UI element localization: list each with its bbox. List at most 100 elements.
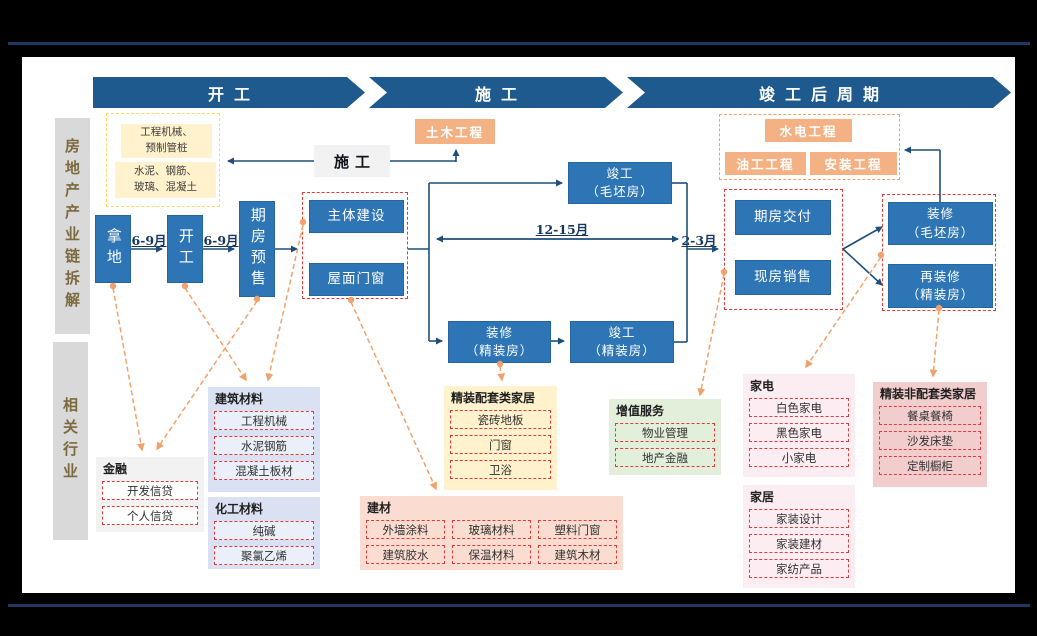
duration-label-4: 2-3月 bbox=[681, 233, 717, 248]
industry-item-label: 混凝土板材 bbox=[235, 463, 293, 478]
flow-box-label: 期房交付 bbox=[754, 208, 812, 225]
flow-box-plumbing-electric-work: 水电工程 bbox=[765, 119, 852, 142]
bottom-divider-line bbox=[8, 604, 1030, 607]
post-completion-works-frame bbox=[719, 114, 900, 180]
flow-box-land-acquisition: 拿地 bbox=[95, 215, 131, 283]
flow-box-decoration-fitted: 装修（精装房） bbox=[448, 321, 551, 363]
flow-box-label: 期房预售 bbox=[248, 207, 267, 291]
industry-item: 开发信贷 bbox=[102, 481, 198, 500]
industry-item: 混凝土板材 bbox=[214, 461, 314, 480]
industry-item: 玻璃材料 bbox=[452, 520, 531, 539]
flow-box-label: 再装修 bbox=[920, 268, 961, 284]
flow-box-existing-home-sales: 现房销售 bbox=[735, 260, 831, 295]
industry-item-label: 保温材料 bbox=[468, 547, 515, 562]
phase-banner-label: 施工 bbox=[474, 84, 527, 104]
industry-item-label: 工程机械 bbox=[241, 413, 287, 428]
pre-construction-materials-frame bbox=[106, 113, 220, 207]
industry-group-home-appliances: 家电白色家电黑色家电小家电 bbox=[743, 374, 855, 477]
flow-box-label: （毛坯房） bbox=[906, 224, 975, 240]
industry-item: 家装设计 bbox=[749, 509, 849, 528]
industry-group-items: 瓷砖地板门窗卫浴 bbox=[450, 410, 551, 479]
industry-item-label: 塑料门窗 bbox=[554, 522, 601, 537]
flow-box-label: （精装房） bbox=[465, 343, 534, 358]
flow-box-label: 工程机械、 bbox=[140, 126, 193, 139]
industry-item-label: 个人信贷 bbox=[127, 508, 173, 523]
flow-box-completion-rough: 竣工（毛坯房） bbox=[568, 162, 672, 204]
industry-item: 地产金融 bbox=[615, 448, 715, 467]
flow-box-label: 土木工程 bbox=[425, 125, 484, 140]
industry-item-label: 聚氯乙烯 bbox=[241, 548, 287, 563]
industry-group-non-fitted-furnishing: 精装非配套类家居餐桌餐椅沙发床垫定制橱柜 bbox=[873, 382, 987, 487]
phase-banner-1: 开工 bbox=[93, 77, 365, 108]
industry-item: 纯碱 bbox=[214, 521, 314, 540]
flow-box-label: 主体建设 bbox=[327, 207, 386, 224]
industry-item-label: 定制橱柜 bbox=[907, 458, 953, 473]
flow-box-label: 安装工程 bbox=[824, 157, 883, 172]
flow-box-label: 拿地 bbox=[104, 228, 123, 270]
flow-box-label: 预制管桩 bbox=[145, 142, 188, 154]
industry-item-label: 开发信贷 bbox=[127, 483, 173, 498]
industry-item: 塑料门窗 bbox=[538, 520, 617, 539]
industry-group-items: 物业管理地产金融 bbox=[615, 423, 715, 467]
industry-group-finance: 金融开发信贷个人信贷 bbox=[96, 457, 204, 532]
industry-item-label: 建筑木材 bbox=[554, 547, 601, 562]
industry-item-label: 门窗 bbox=[489, 437, 512, 452]
sidebar-property-chain: 房地产产业链拆解 bbox=[55, 118, 90, 334]
industry-item-label: 白色家电 bbox=[776, 400, 822, 415]
industry-group-items: 外墙涂料 玻璃材料 塑料门窗建筑胶水 保温材料 建筑木材 bbox=[366, 520, 617, 564]
phase-banner-3: 竣工后周期 bbox=[627, 77, 1011, 108]
industry-item: 沙发床垫 bbox=[879, 431, 981, 450]
industry-group-title: 家电 bbox=[750, 379, 775, 393]
flow-box-label: 开工 bbox=[176, 228, 195, 270]
flow-box-label: 玻璃、混凝土 bbox=[134, 181, 197, 193]
industry-item-label: 外墙涂料 bbox=[382, 522, 429, 537]
industry-item: 建筑木材 bbox=[538, 545, 617, 564]
duration-label-1: 6-9月 bbox=[131, 233, 167, 248]
industry-group-building-materials: 建材外墙涂料 玻璃材料 塑料门窗建筑胶水 保温材料 建筑木材 bbox=[360, 496, 623, 570]
industry-item-label: 沙发床垫 bbox=[907, 433, 953, 448]
industry-group-construction-materials: 建筑材料工程机械水泥钢筋混凝土板材 bbox=[208, 387, 320, 492]
industry-group-title: 建筑材料 bbox=[215, 392, 264, 406]
industry-item: 瓷砖地板 bbox=[450, 410, 551, 429]
industry-item-label: 纯碱 bbox=[252, 523, 276, 538]
flow-box-label: 屋面门窗 bbox=[327, 270, 386, 287]
industry-item-label: 黑色家电 bbox=[776, 425, 822, 440]
flow-box-label: 油工工程 bbox=[736, 157, 795, 172]
industry-item: 保温材料 bbox=[452, 545, 531, 564]
industry-item-label: 家装建材 bbox=[776, 536, 822, 551]
industry-group-title: 建材 bbox=[367, 501, 392, 515]
industry-group-chemical-materials: 化工材料纯碱聚氯乙烯 bbox=[208, 497, 320, 569]
industry-item: 家装建材 bbox=[749, 534, 849, 553]
phase-banner-label: 竣工后周期 bbox=[758, 84, 889, 104]
phase-banner-label: 开工 bbox=[207, 84, 260, 104]
industry-group-title: 化工材料 bbox=[215, 502, 264, 516]
flow-box-label: 装修 bbox=[926, 206, 954, 222]
industry-item: 白色家电 bbox=[749, 398, 849, 417]
industry-item: 水泥钢筋 bbox=[214, 436, 314, 455]
industry-item: 定制橱柜 bbox=[879, 456, 981, 475]
flow-box-label: （精装房） bbox=[588, 343, 656, 358]
industry-item-label: 卫浴 bbox=[489, 462, 512, 477]
top-divider-line bbox=[8, 42, 1030, 45]
industry-item-label: 餐桌餐椅 bbox=[907, 408, 953, 423]
flow-box-installation-work: 安装工程 bbox=[810, 152, 897, 175]
industry-group-items: 开发信贷个人信贷 bbox=[102, 481, 198, 525]
industry-item: 建筑胶水 bbox=[366, 545, 445, 564]
sidebar-related-industries: 相关行业 bbox=[53, 342, 88, 540]
industry-item-label: 家纺产品 bbox=[776, 561, 822, 576]
flow-box-presale-delivery: 期房交付 bbox=[735, 200, 831, 235]
industry-item: 门窗 bbox=[450, 435, 551, 454]
flow-box-label: 水电工程 bbox=[779, 124, 838, 139]
industry-group-title: 精装配套类家居 bbox=[451, 391, 536, 405]
flow-box-redecoration-fitted: 再装修（精装房） bbox=[888, 264, 993, 308]
industry-item-label: 小家电 bbox=[781, 450, 817, 465]
flow-box-completion-fitted: 竣工（精装房） bbox=[570, 321, 674, 363]
industry-group-title: 精装非配套类家居 bbox=[880, 387, 977, 401]
duration-label-3: 12-15月 bbox=[535, 222, 589, 237]
flow-box-construction: 施工 bbox=[314, 145, 390, 177]
flow-box-civil-engineering: 土木工程 bbox=[415, 119, 495, 144]
industry-group-items: 白色家电黑色家电小家电 bbox=[749, 398, 849, 467]
flow-box-cement-steel-glass-concrete: 水泥、钢筋、玻璃、混凝土 bbox=[115, 162, 216, 198]
flow-box-main-construction: 主体建设 bbox=[309, 200, 404, 233]
flow-box-label: 现房销售 bbox=[754, 268, 812, 285]
